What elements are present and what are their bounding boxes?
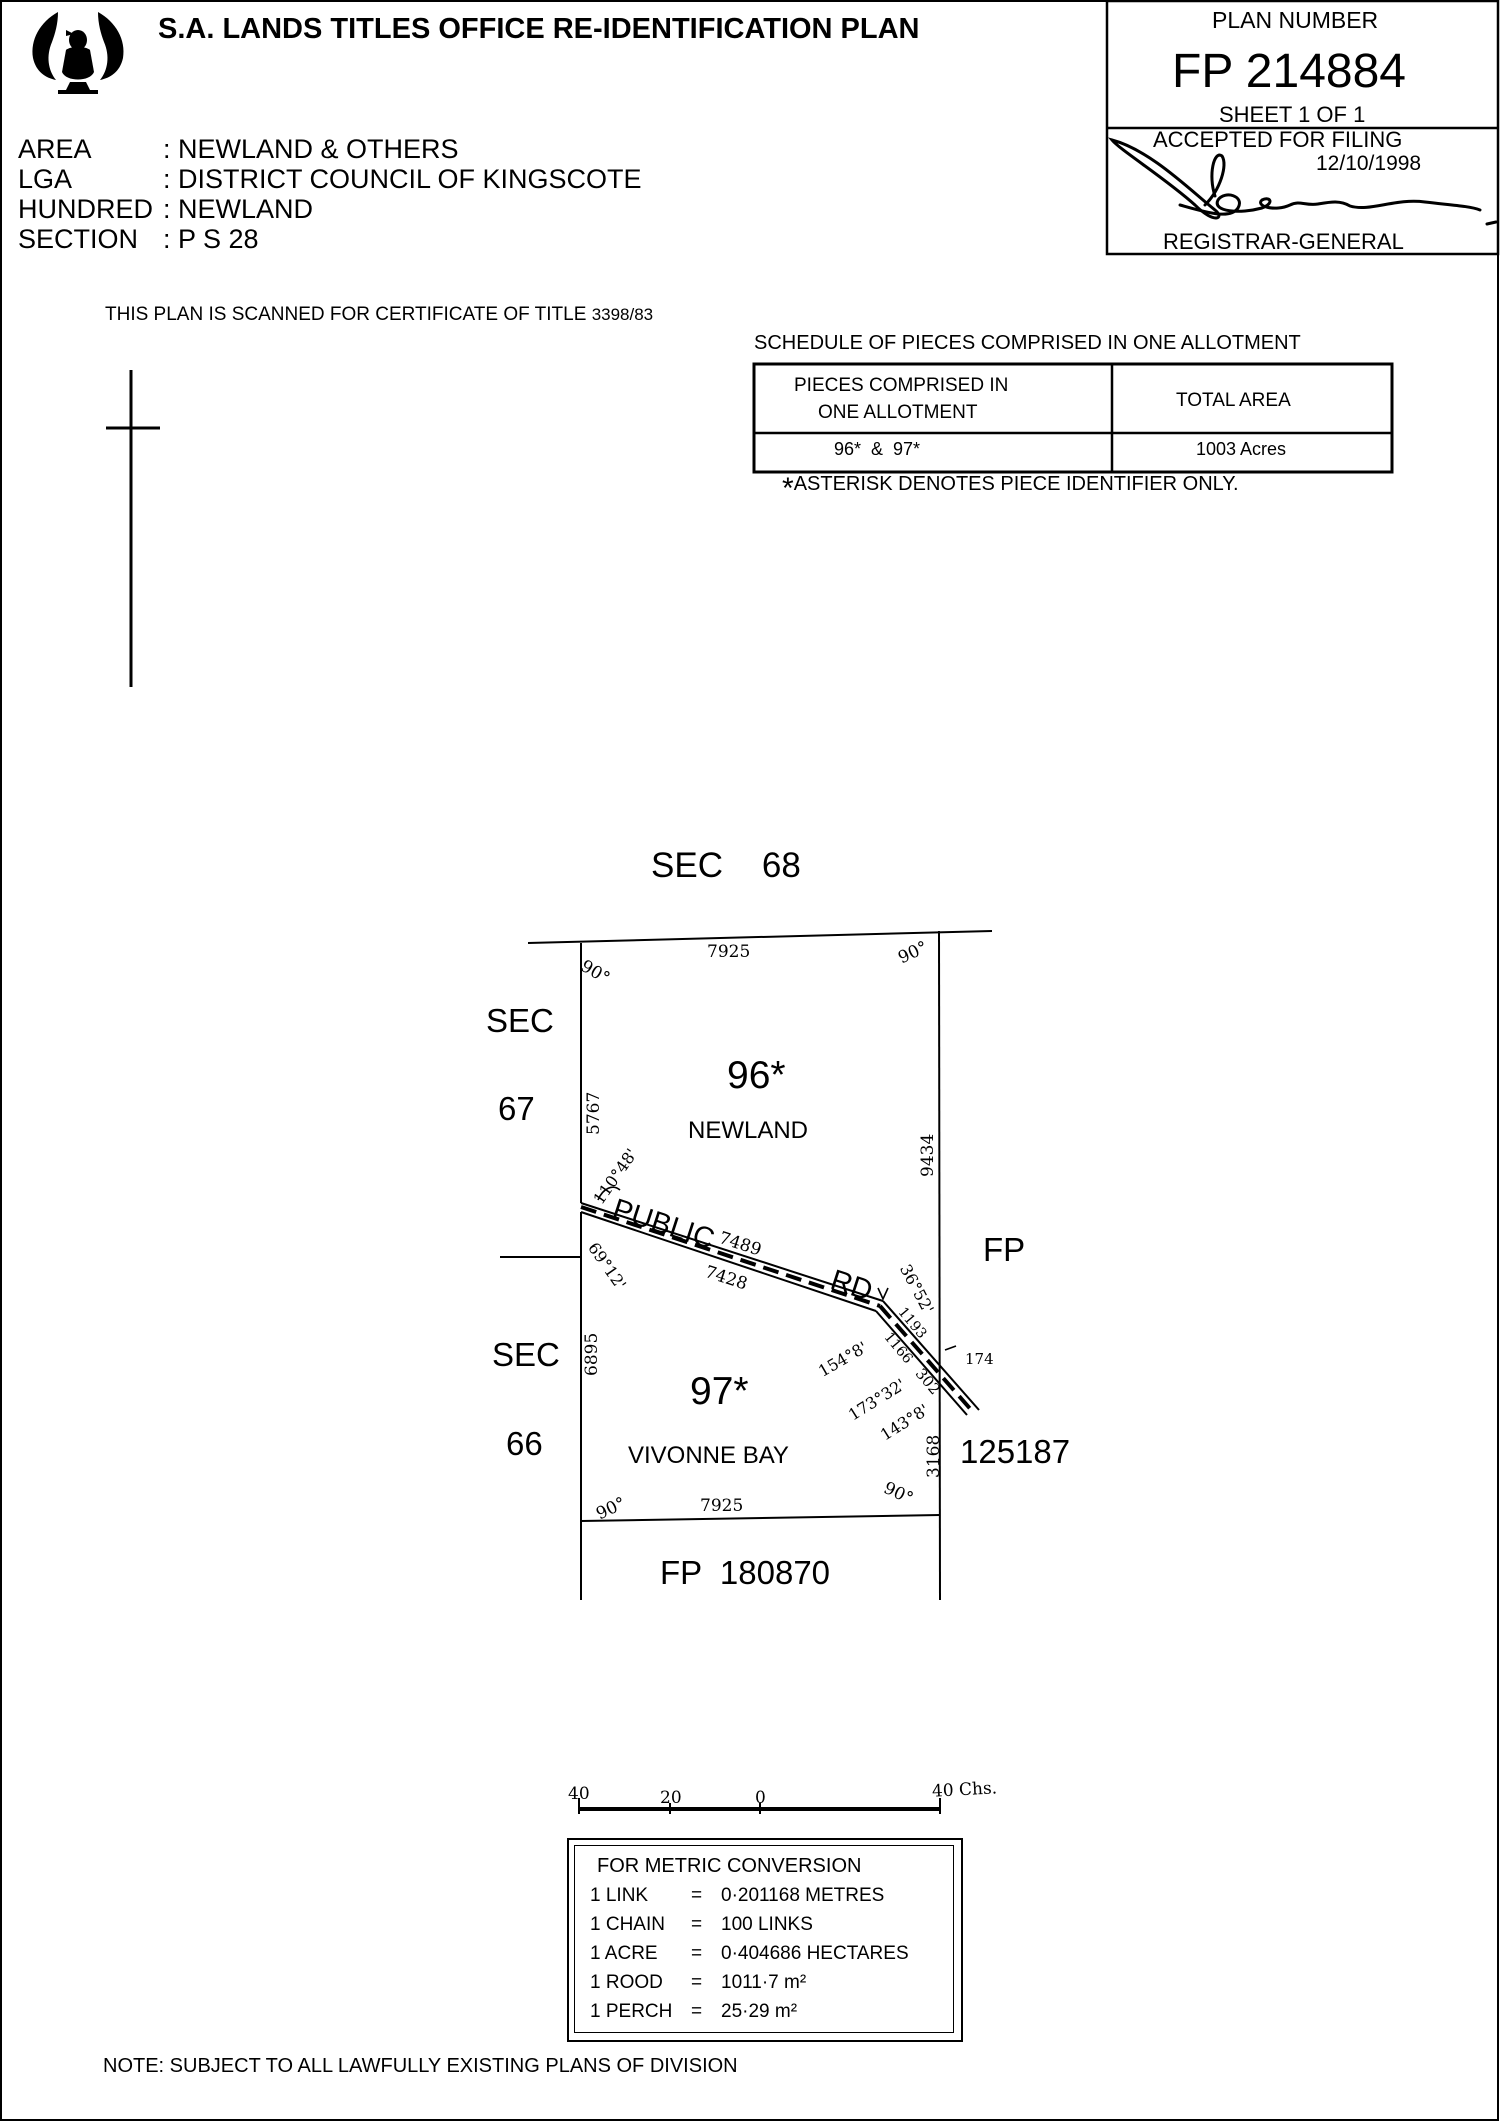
asterisk-icon: *: [782, 472, 794, 505]
schedule-footnote: *ASTERISK DENOTES PIECE IDENTIFIER ONLY.: [782, 474, 1239, 504]
conversion-value: 25·29 m²: [721, 2001, 798, 2022]
schedule-table-grid: [752, 362, 1394, 474]
dim-174: 174: [965, 1350, 994, 1368]
fp-right-label: FP: [983, 1231, 1026, 1268]
plan-number-label: PLAN NUMBER: [1212, 7, 1379, 33]
accepted-label: ACCEPTED FOR FILING: [1153, 127, 1403, 152]
dim-bottom: 7925: [700, 1496, 744, 1516]
sheet-number: SHEET 1 OF 1: [1219, 102, 1366, 127]
fp-180870-label: FP 180870: [660, 1554, 831, 1591]
schedule-pieces: 96* & 97*: [834, 439, 921, 459]
registrar-label: REGISTRAR-GENERAL: [1163, 229, 1404, 254]
schedule-area: 1003 Acres: [1196, 439, 1287, 459]
sec-67-label-b: 67: [498, 1090, 535, 1127]
conversion-eq: =: [691, 1972, 703, 1993]
dim-right-97: 3168: [924, 1434, 944, 1478]
lga-value: : DISTRICT COUNCIL OF KINGSCOTE: [163, 164, 642, 194]
schedule-title: SCHEDULE OF PIECES COMPRISED IN ONE ALLO…: [754, 332, 1301, 354]
boundary-top: [527, 930, 993, 944]
conversion-value: 0·201168 METRES: [721, 1885, 885, 1906]
conversion-unit: 1 LINK: [590, 1885, 649, 1906]
section-label: SECTION: [18, 224, 139, 254]
conversion-unit: 1 CHAIN: [590, 1914, 665, 1935]
scale-tick-0: 0: [755, 1788, 766, 1808]
footer-note: NOTE: SUBJECT TO ALL LAWFULLY EXISTING P…: [103, 2055, 738, 2077]
schedule-col1-line1: PIECES COMPRISED IN: [794, 375, 1009, 396]
sa-piping-shrike-emblem-icon: [32, 12, 124, 94]
dim-left-96: 5767: [584, 1091, 604, 1135]
boundary-bottom: [580, 1514, 941, 1522]
piece-97-name: VIVONNE BAY: [628, 1442, 789, 1469]
dim-top: 7925: [707, 942, 751, 962]
conversion-value: 0·404686 HECTARES: [721, 1943, 909, 1964]
conversion-eq: =: [691, 1914, 703, 1935]
dim-right-96: 9434: [918, 1133, 938, 1177]
hundred-value: : NEWLAND: [163, 194, 314, 224]
sec-67-label-a: SEC: [486, 1002, 554, 1039]
section-value: : P S 28: [163, 224, 259, 254]
scan-note: THIS PLAN IS SCANNED FOR CERTIFICATE OF …: [105, 305, 653, 324]
conversion-eq: =: [691, 2001, 703, 2022]
scan-title-ref: 3398/83: [591, 305, 654, 324]
plan-number: FP 214884: [1172, 45, 1406, 98]
scan-note-text: THIS PLAN IS SCANNED FOR CERTIFICATE OF …: [105, 304, 587, 325]
conversion-eq: =: [691, 1885, 703, 1906]
conversion-unit: 1 ROOD: [590, 1972, 663, 1993]
boundary-right: [938, 930, 941, 1601]
schedule-col1-line2: ONE ALLOTMENT: [818, 402, 978, 423]
sec-68-label: SEC 68: [651, 846, 801, 885]
fp-125187-label: 125187: [960, 1433, 1071, 1470]
piece-97-id: 97*: [690, 1370, 749, 1413]
dim-left-97: 6895: [582, 1332, 602, 1376]
scale-tick-40-chains: 40 Chs.: [931, 1778, 998, 1802]
area-label: AREA: [18, 134, 92, 164]
piece-96-id: 96*: [727, 1054, 786, 1097]
conversion-value: 100 LINKS: [721, 1914, 813, 1935]
conversion-title: FOR METRIC CONVERSION: [597, 1855, 862, 1877]
conversion-unit: 1 ACRE: [590, 1943, 658, 1964]
area-value: : NEWLAND & OTHERS: [163, 134, 459, 164]
sec-66-label-b: 66: [506, 1425, 543, 1462]
metric-conversion-box: FOR METRIC CONVERSION 1 LINK = 0·201168 …: [567, 1838, 963, 2042]
accepted-date: 12/10/1998: [1316, 152, 1422, 175]
metric-conversion-inner: FOR METRIC CONVERSION 1 LINK = 0·201168 …: [574, 1845, 954, 2033]
schedule-col2: TOTAL AREA: [1176, 390, 1291, 411]
conversion-value: 1011·7 m²: [721, 1972, 807, 1993]
conversion-unit: 1 PERCH: [590, 2001, 673, 2022]
plan-title: S.A. LANDS TITLES OFFICE RE-IDENTIFICATI…: [158, 13, 920, 45]
road-centreline: [580, 1205, 881, 1308]
scale-tick-40-left: 40: [568, 1784, 590, 1804]
lga-label: LGA: [18, 164, 73, 194]
schedule-footnote-text: ASTERISK DENOTES PIECE IDENTIFIER ONLY.: [793, 473, 1239, 495]
hundred-label: HUNDRED: [18, 194, 153, 224]
registrar-signature: [1107, 137, 1498, 226]
conversion-eq: =: [691, 1943, 703, 1964]
sec-66-label-a: SEC: [492, 1336, 560, 1373]
piece-96-name: NEWLAND: [688, 1117, 809, 1144]
north-arrow-icon: [106, 370, 160, 687]
scale-tick-20: 20: [660, 1788, 682, 1808]
